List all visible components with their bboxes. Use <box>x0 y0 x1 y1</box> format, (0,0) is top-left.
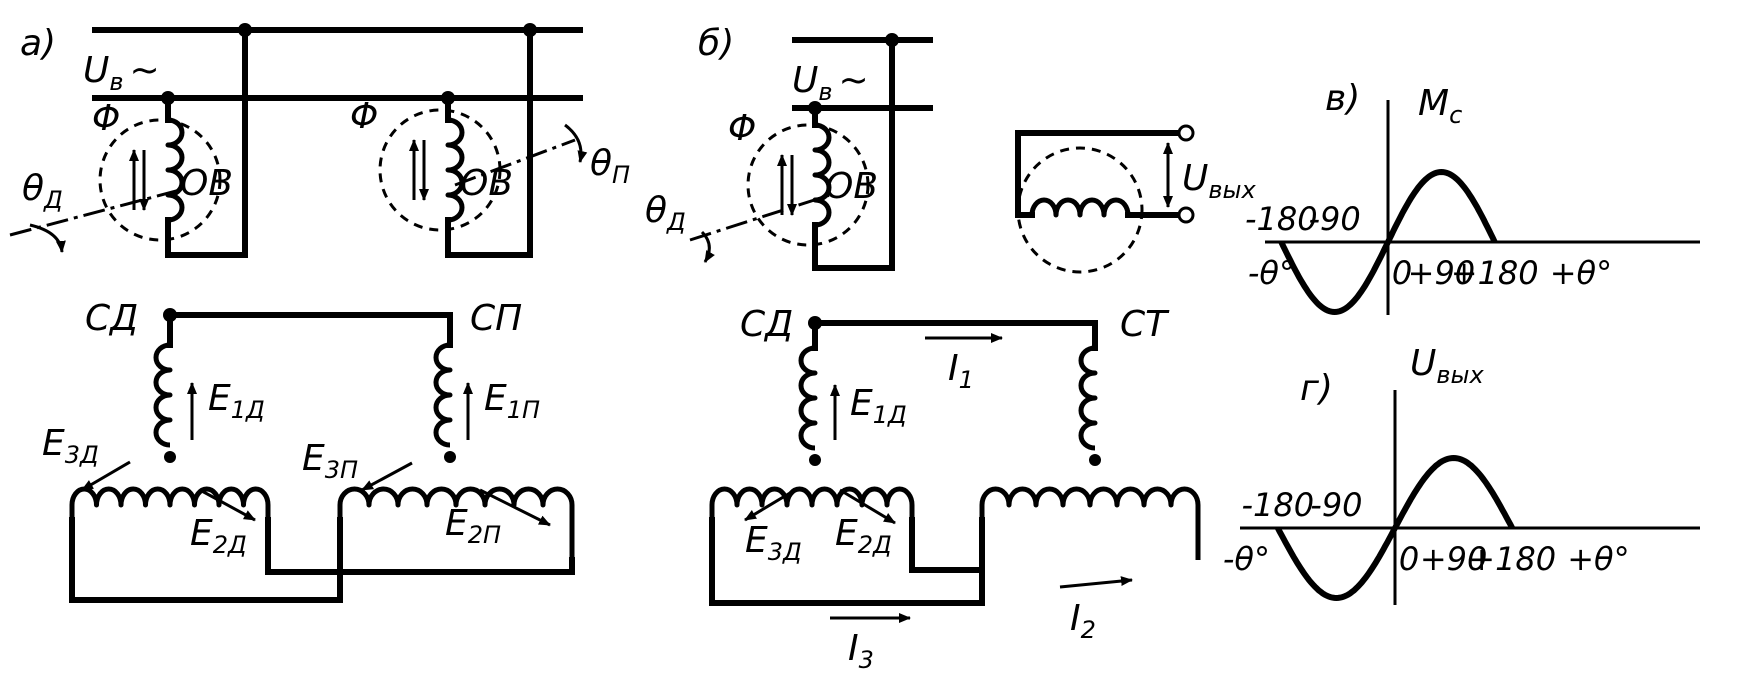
panel-a-stator-winding-sd-1 <box>153 342 173 448</box>
panel-b-phi: Φ <box>728 108 756 149</box>
panel-a-e3d-arrow <box>81 460 131 492</box>
panel-a-stator-link-inner <box>265 517 575 575</box>
panel-a-e3d-label: E3Д <box>42 423 99 469</box>
panel-a-field-return-left <box>165 27 248 258</box>
chart-torque: в) Mс -180 -90 0 +90 +180 -θ° +θ° <box>1245 78 1700 316</box>
panel-b-field-return <box>812 37 895 271</box>
panel-b-e1d-label: E1Д <box>850 383 907 429</box>
panel-a-stator-winding-sp-2-3 <box>337 486 575 560</box>
chart-torque-series-line <box>1278 168 1498 316</box>
panel-a-sp-label: СП <box>470 298 522 339</box>
panel-b-i2-label: I2 <box>1070 598 1096 644</box>
tick-label: +90 <box>1408 254 1476 292</box>
tick-label: -90 <box>1310 486 1362 524</box>
panel-b-stator-link-inner <box>909 517 985 573</box>
panel-b-e2d-arrow <box>839 488 896 525</box>
chart-torque-ylabel: Mс <box>1418 83 1462 129</box>
panel-b-supply-label: Uв~ <box>792 60 869 106</box>
panel-a-supply-label: Uв~ <box>83 50 160 96</box>
chart-torque-x-neg-label: -θ° <box>1248 254 1295 292</box>
panel-a-field-winding-right <box>445 117 465 223</box>
panel-b-theta-d: θД <box>645 190 686 236</box>
chart-output-voltage-series-line <box>1275 454 1515 602</box>
panel-a-field-winding-left <box>165 117 185 223</box>
panel-b-e2d-label: E2Д <box>835 513 892 559</box>
tick-label: +180 <box>1468 540 1556 578</box>
panel-a: а) Uв~ Φ ОВ θД Φ ОВ θП <box>9 23 630 603</box>
panel-a-stator-link-top <box>167 312 453 348</box>
panel-a-sd-label: СД <box>85 298 138 339</box>
panel-b-sd-label: СД <box>740 304 793 345</box>
panel-a-field-return-right <box>445 27 533 258</box>
panel-a-star-point-sp <box>444 451 456 463</box>
panel-b-rotation-arrow <box>700 230 715 263</box>
panel-a-e1d-label: E1Д <box>208 378 265 424</box>
panel-a-theta-p: θП <box>590 143 630 189</box>
panel-b-output-winding <box>1029 197 1131 218</box>
panel-b-e3d-label: E3Д <box>745 520 802 566</box>
panel-b-stator-winding-sd-1 <box>798 345 818 451</box>
panel-b-output-terminal-top <box>1177 124 1195 142</box>
panel-b-output-terminal-bottom <box>1177 206 1195 224</box>
panel-b-field-winding <box>812 122 832 228</box>
panel-a-e2d-arrow <box>199 488 256 522</box>
panel-b-star-point-sd <box>809 454 821 466</box>
panel-b-i3-label: I3 <box>848 628 874 674</box>
panel-a-rotation-arrow-right <box>564 123 588 163</box>
chart-output-voltage-x-pos-label: +θ° <box>1567 540 1629 578</box>
panel-a-ov-right: ОВ <box>460 163 513 204</box>
panel-a-e2d-label: E2Д <box>190 513 247 559</box>
tick-label: +90 <box>1420 540 1488 578</box>
panel-b-stator-link-outer <box>709 517 985 606</box>
panel-a-e2p-arrow <box>479 488 551 527</box>
panel-a-star-point-sd <box>164 451 176 463</box>
panel-a-rotor-circle-left <box>98 118 222 242</box>
panel-a-stator-winding-sp-1 <box>433 342 453 448</box>
panel-a-stator-link-outer <box>69 517 343 603</box>
panel-a-e2p-label: E2П <box>445 503 501 549</box>
panel-b-stator-winding-st-1 <box>1078 345 1098 451</box>
chart-output-voltage-x-neg-label: -θ° <box>1223 540 1270 578</box>
panel-a-ov-left: ОВ <box>180 163 233 204</box>
panel-b-i2-arrow <box>1059 576 1133 589</box>
panel-a-e1p-label: E1П <box>484 378 540 424</box>
panel-b-st-label: СТ <box>1120 304 1170 345</box>
tick-label: -180 <box>1241 486 1314 524</box>
panel-a-e3p-arrow <box>361 461 413 492</box>
panel-b-star-point-st <box>1089 454 1101 466</box>
panel-a-tag: а) <box>20 23 56 64</box>
panel-a-rotor-circle-right <box>378 108 502 232</box>
panel-b: б) Uв~ Φ ОВ θД Uвых <box>645 23 1256 674</box>
panel-b-stator-winding-st-2-3 <box>979 486 1201 560</box>
panel-b-stator-winding-sd-2-3 <box>709 486 915 520</box>
panel-b-e3d-arrow <box>744 488 796 522</box>
panel-b-tag: б) <box>698 23 734 64</box>
chart-torque-x-pos-label: +θ° <box>1550 254 1612 292</box>
tick-label: +180 <box>1451 254 1539 292</box>
panel-b-output-lead-top <box>1015 130 1181 218</box>
chart-output-voltage-ylabel: Uвых <box>1410 343 1484 389</box>
panel-a-stator-winding-sd-2-3 <box>69 486 271 520</box>
tick-label: 0 <box>1392 254 1412 292</box>
panel-a-phi-right: Φ <box>350 96 378 137</box>
chart-output-voltage-tag: г) <box>1300 368 1333 409</box>
panel-b-i1-label: I1 <box>948 348 974 394</box>
panel-b-shaft-line <box>689 193 831 242</box>
panel-b-stator-link-top <box>812 320 1098 351</box>
chart-torque-tag: в) <box>1325 78 1360 119</box>
tick-label: -180 <box>1245 200 1318 238</box>
panel-a-phi-left: Φ <box>92 98 120 139</box>
panel-b-uout-label: Uвых <box>1182 158 1256 204</box>
tick-label: -90 <box>1308 200 1360 238</box>
panel-a-rotation-arrow-left <box>29 223 66 253</box>
panel-a-e3p-label: E3П <box>302 438 358 484</box>
panel-b-rotor-circle <box>746 123 870 247</box>
panel-b-ov: ОВ <box>825 166 878 207</box>
panel-a-theta-d: θД <box>22 168 63 214</box>
chart-output-voltage: г) Uвых -180 -90 0 +90 +180 -θ° +θ° <box>1223 343 1700 605</box>
panel-a-shaft-line-right <box>454 138 576 187</box>
tick-label: 0 <box>1399 540 1419 578</box>
